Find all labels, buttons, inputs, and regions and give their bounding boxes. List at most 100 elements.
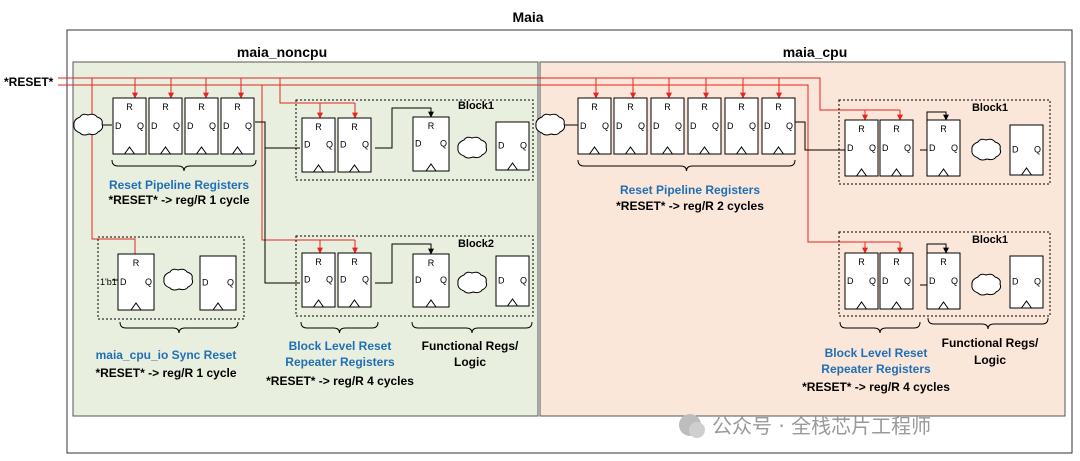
register-box [650, 97, 685, 155]
register-box [1009, 124, 1044, 176]
register-d-pin: D [882, 143, 889, 153]
register-box [412, 253, 450, 308]
register-reset-pin: R [627, 102, 634, 112]
register-box [495, 121, 530, 171]
register-box [337, 117, 372, 173]
cpu-block2-logic-cloud [971, 273, 1002, 296]
noncpu-block2-title: Block2 [458, 238, 494, 250]
noncpu-block2-frame [295, 235, 534, 317]
cloud-shape [971, 138, 1002, 161]
watermark-text: 公众号 · 全栈芯片工程师 [712, 414, 931, 438]
register-clock-pin [507, 162, 518, 171]
register-clock-pin [662, 146, 673, 155]
register-reset-pin: R [940, 257, 947, 267]
register-box [412, 116, 450, 172]
register-reset-pin: R [940, 124, 947, 134]
register-q-pin: Q [786, 121, 793, 131]
cloud-shape [535, 113, 566, 136]
register-clock-pin [130, 302, 142, 311]
register-box [844, 119, 879, 177]
sync-reset-cycles: *RESET* -> reg/R 1 cycle [95, 366, 236, 380]
register-d-pin: D [847, 276, 854, 286]
register-reset-pin: R [858, 257, 865, 267]
register-d-pin: D [151, 121, 158, 131]
register-d-pin: D [120, 277, 127, 287]
register-q-pin: Q [602, 121, 609, 131]
register-box [337, 252, 372, 308]
register-clock-pin [196, 146, 207, 155]
cloud-shape [73, 113, 104, 136]
register-box [112, 97, 147, 155]
cpu-block2-frame [838, 231, 1051, 317]
cpu-block1-reset-wire [920, 111, 949, 151]
register-reset-pin: R [126, 102, 133, 112]
cpu-pipeline-to-block1-wire [795, 121, 845, 151]
register-clock-pin [313, 299, 324, 308]
block-layer [97, 99, 1051, 320]
register-clock-pin [625, 146, 636, 155]
cpu-block1-title: Block1 [972, 102, 1008, 114]
register-box [301, 117, 336, 173]
cpu-input-cloud [535, 113, 566, 136]
register-d-pin: D [415, 275, 422, 285]
register-box [613, 97, 648, 155]
register-clock-pin [773, 146, 784, 155]
register-q-pin: Q [749, 121, 756, 131]
noncpu-block1-logic-cloud [457, 136, 488, 159]
register-q-pin: Q [227, 278, 234, 288]
maia-title: Maia [512, 9, 543, 25]
register-clock-pin [856, 168, 867, 177]
register-reset-pin: R [162, 102, 169, 112]
register-d-pin: D [1012, 277, 1019, 287]
register-box [577, 97, 612, 155]
register-box [844, 252, 879, 310]
cpu-repeater-label-1: Block Level Reset [825, 346, 928, 360]
register-d-pin: D [929, 143, 936, 153]
register-clock-pin [1021, 167, 1032, 176]
register-reset-pin: R [234, 102, 241, 112]
cpu-block2-reset-wire [920, 243, 949, 286]
register-clock-pin [938, 168, 949, 177]
register-reset-pin: R [858, 124, 865, 134]
register-reset-pin: R [893, 124, 900, 134]
noncpu-block1-reset-wire [375, 107, 434, 149]
register-box [301, 252, 336, 308]
register-d-pin: D [340, 140, 347, 150]
register-d-pin: D [340, 275, 347, 285]
pipeline-to-block2-wire [264, 148, 300, 284]
register-clock-pin [349, 299, 360, 308]
noncpu-input-cloud [73, 113, 104, 136]
register-clock-pin [232, 146, 243, 155]
register-reset-pin: R [775, 102, 782, 112]
cloud-shape [457, 136, 488, 159]
register-q-pin: Q [326, 140, 333, 150]
cpu-pipeline-cycles: *RESET* -> reg/R 2 cycles [616, 199, 764, 213]
register-d-pin: D [498, 140, 505, 150]
noncpu-functional-label-1: Functional Regs/ [422, 339, 519, 353]
noncpu-block2-logic-cloud [457, 271, 488, 294]
register-q-pin: Q [145, 277, 152, 287]
register-clock-pin [507, 298, 518, 307]
watermark: 公众号 · 全栈芯片工程师 [679, 414, 931, 438]
register-clock-pin [212, 302, 224, 311]
noncpu-repeater-label-2: Repeater Registers [285, 355, 395, 369]
register-q-pin: Q [440, 139, 447, 149]
register-q-pin: Q [712, 121, 719, 131]
noncpu-pipeline-label: Reset Pipeline Registers [109, 178, 249, 192]
register-d-pin: D [653, 121, 660, 131]
register-reset-pin: R [315, 122, 322, 132]
register-d-pin: D [115, 121, 122, 131]
cpu-pipeline-label: Reset Pipeline Registers [620, 183, 760, 197]
